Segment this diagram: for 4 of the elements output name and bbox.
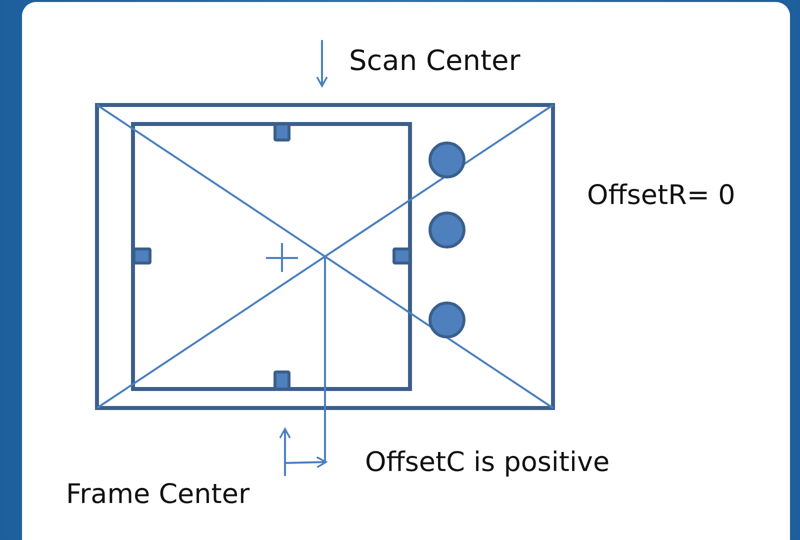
annotation-text: Scan Center	[349, 44, 520, 78]
annotation-text: Frame Center	[66, 479, 250, 512]
annotation-text: OffsetR= 0	[587, 180, 736, 212]
annotation-text: OffsetC is positive	[365, 447, 610, 480]
